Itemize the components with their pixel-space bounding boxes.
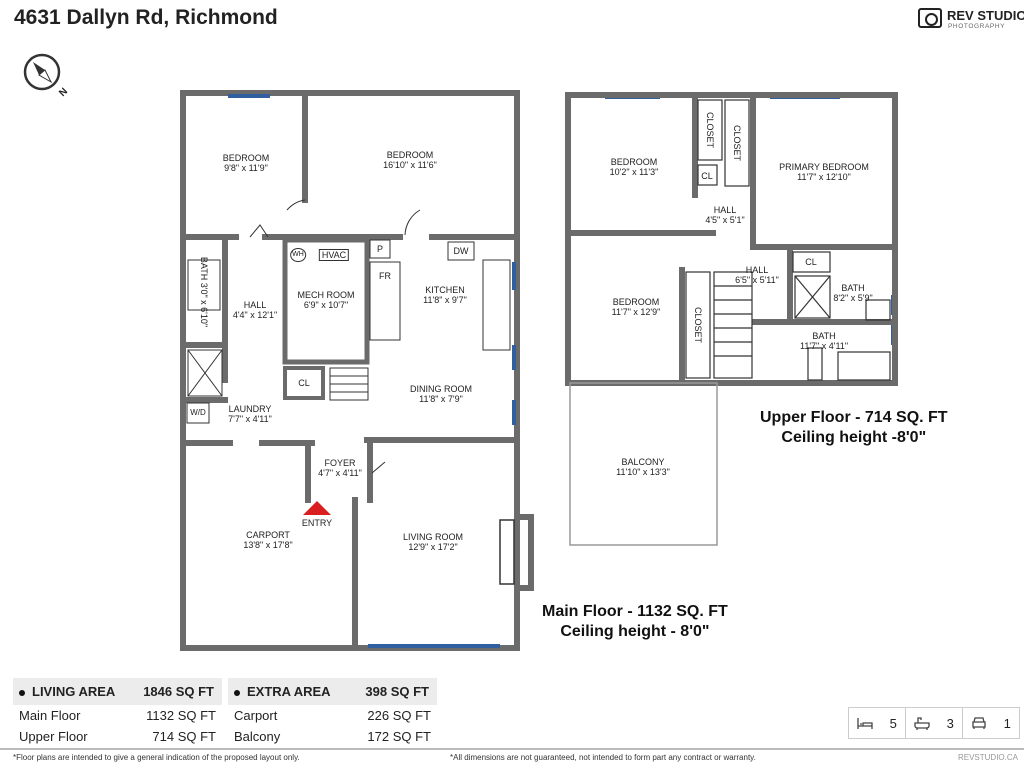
extra-area-total: 398 SQ FT bbox=[365, 684, 429, 699]
rev-studio-logo: REV STUDIO PHOTOGRAPHY bbox=[918, 6, 1024, 32]
room-bath-main: BATH 3'0" x 6'10" bbox=[199, 256, 209, 328]
water-heater: WH bbox=[290, 248, 306, 262]
bathroom-count: 3 bbox=[946, 715, 954, 731]
footer-note-2: *All dimensions are not guaranteed, not … bbox=[450, 753, 756, 762]
page-title: 4631 Dallyn Rd, Richmond bbox=[14, 6, 278, 29]
closet-label-upper-1: CL bbox=[701, 171, 713, 181]
bullet-icon bbox=[234, 689, 240, 696]
dishwasher-label: DW bbox=[453, 246, 469, 256]
logo-subtitle: PHOTOGRAPHY bbox=[948, 23, 1006, 30]
bullet-icon bbox=[19, 689, 25, 696]
closet-label-upper-2: CL bbox=[805, 257, 817, 267]
upper-floor-walls bbox=[565, 92, 898, 386]
main-floor-fixtures bbox=[186, 199, 515, 585]
closet-3: CLOSET bbox=[693, 306, 703, 344]
fridge-label: FR bbox=[379, 271, 391, 281]
washer-dryer-label: W/D bbox=[190, 408, 206, 417]
hvac-unit: HVAC bbox=[318, 249, 350, 261]
footer-note-1: *Floor plans are intended to give a gene… bbox=[13, 753, 300, 762]
footer-divider bbox=[0, 748, 1024, 750]
bedroom-count: 5 bbox=[889, 715, 897, 731]
extra-area-title: EXTRA AREA bbox=[234, 684, 331, 699]
bathtub-icon bbox=[914, 717, 930, 730]
living-area-title: LIVING AREA bbox=[19, 684, 115, 699]
camera-icon bbox=[918, 8, 942, 28]
upper-floor-fixtures bbox=[685, 99, 891, 381]
car-icon bbox=[972, 717, 986, 729]
closet-2: CLOSET bbox=[732, 124, 742, 162]
entry-arrow-icon bbox=[303, 501, 331, 515]
main-floor-walls bbox=[180, 90, 534, 651]
entry-label: ENTRY bbox=[301, 518, 333, 528]
closet-1: CLOSET bbox=[705, 111, 715, 149]
parking-count: 1 bbox=[1003, 715, 1011, 731]
compass-icon bbox=[23, 53, 61, 91]
living-area-total: 1846 SQ FT bbox=[143, 684, 214, 699]
closet-label: CL bbox=[298, 378, 310, 388]
pantry-label: P bbox=[376, 244, 384, 254]
features-box: 5 3 1 bbox=[848, 707, 1020, 739]
logo-name: REV STUDIO bbox=[947, 8, 1024, 23]
balcony-outline bbox=[569, 382, 718, 546]
bed-icon bbox=[857, 718, 873, 729]
footer-site: REVSTUDIO.CA bbox=[957, 753, 1018, 762]
